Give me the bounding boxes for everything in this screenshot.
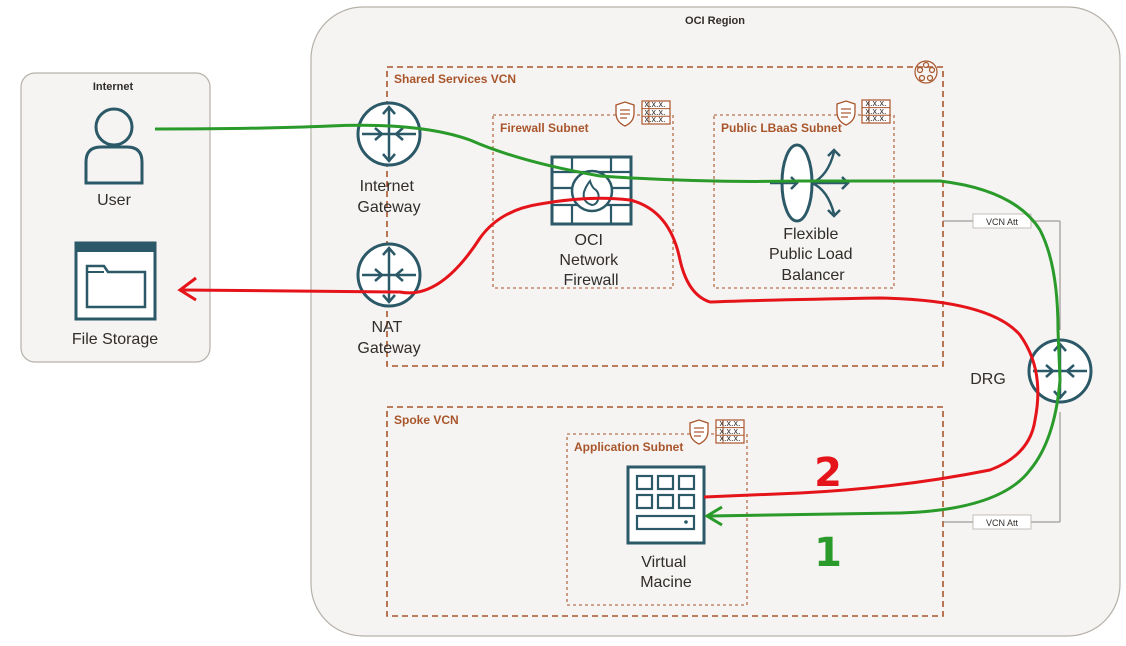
red-arrowhead bbox=[177, 276, 197, 302]
route-cell: x.x.x. bbox=[719, 433, 740, 443]
firewall-subnet-title: Firewall Subnet bbox=[500, 121, 589, 135]
internet-box bbox=[20, 72, 211, 363]
vcn-att-top-box bbox=[972, 213, 1032, 229]
nat-label-line: NAT bbox=[372, 319, 403, 336]
lbaas-subnet-title: Public LBaaS Subnet bbox=[721, 121, 842, 135]
nat-gateway-icon bbox=[356, 242, 422, 308]
shared-vcn-title: Shared Services VCN bbox=[394, 72, 516, 86]
vcn-att-bottom-box bbox=[972, 514, 1032, 530]
application-subnet-box bbox=[566, 433, 748, 606]
route-cell: x.x.x. bbox=[719, 418, 740, 428]
vm-label-line: Macine bbox=[640, 574, 692, 591]
shared-services-vcn-box bbox=[386, 66, 944, 367]
route-cell: x.x.x. bbox=[865, 106, 886, 116]
oci-region-box bbox=[310, 6, 1121, 637]
route-cell: x.x.x. bbox=[644, 99, 665, 109]
internet-gateway-label: Internet Gateway bbox=[357, 178, 420, 216]
path-2-annotation: 2 bbox=[814, 450, 842, 496]
path-1-annotation: 1 bbox=[814, 530, 842, 576]
route-cell: x.x.x. bbox=[644, 107, 665, 117]
igw-label-line: Internet bbox=[360, 178, 415, 195]
internet-title: Internet bbox=[93, 81, 134, 93]
file-storage-label: File Storage bbox=[72, 331, 158, 348]
route-cell: x.x.x. bbox=[644, 114, 665, 124]
firewall-subnet-box bbox=[492, 114, 674, 289]
vm-label-line: Virtual bbox=[641, 554, 686, 571]
firewall-label: OCI Network Firewall bbox=[559, 232, 622, 289]
user-label: User bbox=[97, 192, 131, 209]
folder-icon bbox=[74, 241, 157, 321]
vcn-att-top-label: VCN Att bbox=[986, 217, 1019, 227]
spoke-vcn-box bbox=[386, 406, 944, 617]
oci-region-title: OCI Region bbox=[685, 15, 745, 27]
route-cell: x.x.x. bbox=[719, 426, 740, 436]
vcn-icon bbox=[914, 60, 938, 84]
route-cell: x.x.x. bbox=[865, 113, 886, 123]
nat-label-line: Gateway bbox=[357, 340, 420, 357]
vm-label: Virtual Macine bbox=[640, 554, 692, 591]
internet-gateway-icon bbox=[356, 101, 422, 167]
igw-label-line: Gateway bbox=[357, 199, 420, 216]
application-subnet-title: Application Subnet bbox=[574, 440, 683, 454]
lb-label-line: Flexible bbox=[783, 226, 838, 243]
firewall-icon bbox=[550, 155, 633, 226]
firewall-label-line: Firewall bbox=[563, 272, 618, 289]
vcn-att-bottom-label: VCN Att bbox=[986, 518, 1019, 528]
lb-label-line: Public Load bbox=[769, 246, 853, 263]
drg-label: DRG bbox=[970, 371, 1006, 388]
green-arrowhead bbox=[704, 505, 723, 527]
firewall-label-line: OCI bbox=[575, 232, 603, 249]
vm-icon bbox=[626, 465, 706, 545]
route-cell: x.x.x. bbox=[865, 98, 886, 108]
load-balancer-label: Flexible Public Load Balancer bbox=[769, 226, 857, 284]
green-traffic-path bbox=[154, 123, 1062, 518]
load-balancer-icon bbox=[770, 143, 850, 223]
lbaas-subnet-box bbox=[713, 114, 895, 289]
red-traffic-path bbox=[182, 196, 1040, 499]
user-icon bbox=[84, 107, 144, 185]
firewall-label-line: Network bbox=[559, 252, 619, 269]
lb-label-line: Balancer bbox=[781, 267, 845, 284]
nat-gateway-label: NAT Gateway bbox=[357, 319, 420, 357]
spoke-vcn-title: Spoke VCN bbox=[394, 413, 459, 427]
